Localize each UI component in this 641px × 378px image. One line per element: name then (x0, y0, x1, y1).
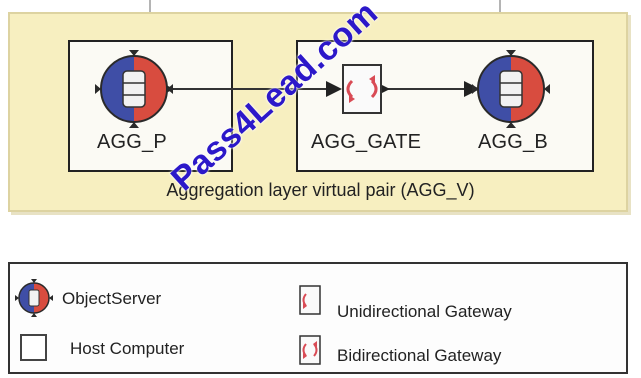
node-label-agg-gate: AGG_GATE (311, 131, 422, 153)
host-computer-legend-icon (20, 334, 47, 361)
node-label-agg-b: AGG_B (478, 131, 548, 153)
objectserver-icon (472, 50, 550, 128)
legend-label-host-computer: Host Computer (70, 339, 185, 358)
top-connector-lines (149, 0, 501, 12)
node-label-agg-p: AGG_P (97, 131, 167, 153)
objectserver-icon (95, 50, 173, 128)
bidirectional-gateway-icon (342, 64, 382, 114)
objectserver-icon (15, 279, 53, 317)
legend-label-bidirectional-gateway: Bidirectional Gateway (337, 346, 502, 365)
virtual-pair-caption: Aggregation layer virtual pair (AGG_V) (166, 180, 475, 200)
legend-label-objectserver: ObjectServer (62, 289, 162, 308)
unidirectional-gateway-icon (299, 285, 321, 315)
bidirectional-gateway-icon (299, 335, 321, 365)
legend-label-unidirectional-gateway: Unidirectional Gateway (337, 302, 512, 321)
